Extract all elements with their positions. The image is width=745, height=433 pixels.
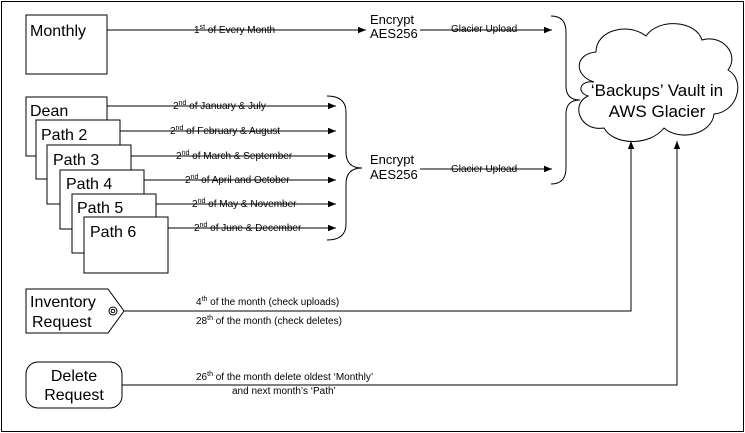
path-box-label: Path 3 [53,152,99,169]
inventory-line2: Request [32,314,92,331]
monthly-label: Monthly [30,23,86,40]
path-box-label: Path 2 [41,127,87,144]
encrypt-mid-line2: AES256 [370,167,418,182]
path-schedule: 2nd of April and October [185,174,290,186]
path-schedule: 2nd of March & September [176,150,293,162]
vault-line2: AWS Glacier [609,102,706,121]
delete-arrow [122,141,681,386]
path-box-label: Path 4 [66,176,112,193]
delete-note1: 26th of the month delete oldest ‘Monthly… [196,371,373,383]
tag-hole-icon [108,306,118,316]
aws-glacier-vault-cloud [578,23,739,142]
path-schedule: 2nd of February & August [170,125,280,137]
monthly-box [25,14,108,75]
path-box-label: Path 5 [77,200,123,217]
path-schedule: 2nd of May & November [192,198,297,210]
path-box-label: Dean [30,103,68,120]
tag-hole-inner-icon [110,308,116,314]
path-box-6 [83,216,169,274]
upload-top-label: Glacier Upload [451,24,517,35]
inventory-arrow [124,141,635,312]
delete-note2: and next month’s ‘Path’ [232,386,336,397]
path-schedule: 2nd of January & July [173,100,266,112]
inventory-note1: 4th of the month (check uploads) [196,296,339,308]
encrypt-top-line2: AES256 [370,26,418,41]
inventory-request-tag [25,288,125,334]
paths-brace [326,95,363,241]
encrypt-mid-line1: Encrypt [370,152,414,167]
inventory-note2: 28th of the month (check deletes) [196,315,342,327]
upload-mid-label: Glacier Upload [451,164,517,175]
monthly-schedule: 1st of Every Month [194,24,275,36]
inventory-line1: Inventory [30,294,96,311]
uploads-brace [550,15,581,185]
delete-line2: Request [44,387,104,404]
vault-line1: ‘Backups’ Vault in [591,81,723,100]
encrypt-top-line1: Encrypt [370,12,414,27]
delete-line1: Delete [51,368,97,385]
path-schedule: 2nd of June & December [194,222,302,234]
path-box-label: Path 6 [90,224,136,241]
